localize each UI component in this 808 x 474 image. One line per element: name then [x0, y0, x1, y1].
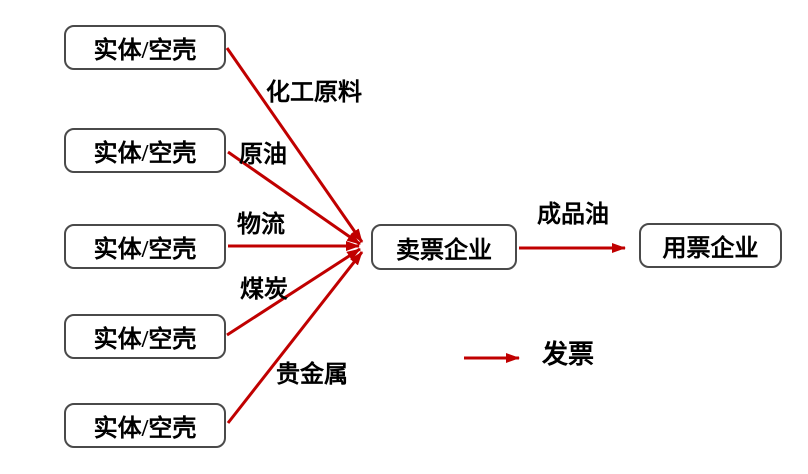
flow-label-chemical-raw-material: 化工原料 [266, 80, 362, 106]
ticket-seller-box-label: 卖票企业 [396, 237, 492, 264]
entity-shell-box-3-label: 实体/空壳 [93, 237, 197, 263]
flow-label-logistics: 物流 [237, 212, 285, 238]
entity-shell-box-5: 实体/空壳 [64, 403, 226, 448]
entity-shell-box-3: 实体/空壳 [64, 224, 226, 269]
ticket-user-box: 用票企业 [639, 223, 782, 268]
entity-shell-box-5-label: 实体/空壳 [93, 416, 197, 442]
entity-shell-box-1-label: 实体/空壳 [93, 38, 197, 64]
flow-label-refined-oil: 成品油 [537, 202, 609, 228]
flow-label-coal: 煤炭 [240, 277, 288, 303]
invoice-arrow-crude-oil [227, 150, 361, 246]
entity-shell-box-4-label: 实体/空壳 [93, 327, 197, 353]
invoice-arrow-coal [226, 247, 361, 337]
ticket-user-box-label: 用票企业 [662, 236, 759, 262]
entity-shell-box-2: 实体/空壳 [64, 128, 226, 173]
entity-shell-box-2-label: 实体/空壳 [93, 141, 197, 167]
flow-label-precious-metal: 贵金属 [276, 362, 348, 388]
entity-shell-box-1: 实体/空壳 [64, 25, 226, 70]
legend-label-invoice: 发票 [542, 340, 595, 369]
invoice-arrow-precious-metal [226, 251, 364, 424]
ticket-seller-box: 卖票企业 [371, 224, 517, 270]
entity-shell-box-4: 实体/空壳 [64, 314, 226, 359]
flow-label-crude-oil: 原油 [239, 142, 287, 168]
invoice-arrow-chemical [225, 47, 364, 243]
